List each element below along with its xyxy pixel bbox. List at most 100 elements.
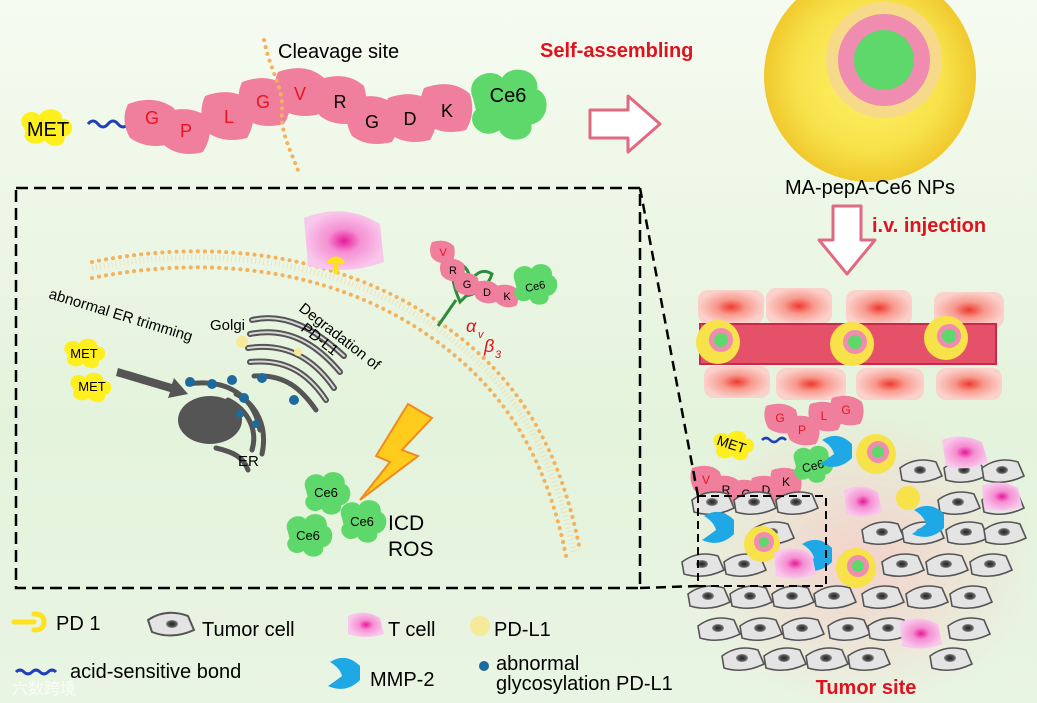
arrow-icon — [116, 368, 188, 398]
mmp2-icon — [702, 511, 734, 543]
svg-text:P: P — [180, 121, 192, 141]
legend-tumor-cell: Tumor cell — [146, 611, 295, 641]
svg-text:abnormal: abnormal — [496, 653, 579, 675]
tumor-cell-nucleus — [984, 560, 996, 568]
inset-border — [14, 186, 642, 590]
glyco-legend-icon — [479, 661, 489, 671]
svg-text:PD-L1: PD-L1 — [494, 619, 551, 641]
tumor-cell-nucleus — [876, 592, 888, 600]
tumor-cell-nucleus — [796, 624, 808, 632]
svg-text:K: K — [503, 291, 511, 303]
svg-text:V: V — [702, 473, 710, 487]
tumor-cell-nucleus — [998, 528, 1010, 536]
pdl1-dot — [236, 336, 248, 348]
svg-text:Ce6: Ce6 — [801, 457, 826, 476]
cleavage-site-line — [262, 38, 300, 172]
inset-ce6-1: Ce6 — [304, 472, 351, 515]
acid-sensitive-bond — [86, 119, 130, 129]
nucleus — [178, 396, 242, 444]
svg-text:R: R — [334, 92, 347, 112]
golgi-label: Golgi — [210, 317, 245, 334]
cell-membrane — [90, 249, 582, 558]
svg-text:MET: MET — [70, 346, 98, 361]
svg-text:Ce6: Ce6 — [296, 528, 320, 543]
site-gplg-fragment: G P L G — [764, 395, 864, 446]
cleavage-site-label: Cleavage site — [278, 41, 399, 63]
svg-text:R: R — [449, 265, 457, 277]
tumor-cell-nucleus — [996, 466, 1008, 474]
svg-text:MET: MET — [78, 379, 106, 394]
tumor-cell-nucleus — [736, 654, 748, 662]
tumor-cell-nucleus — [820, 654, 832, 662]
svg-text:Ce6: Ce6 — [314, 485, 338, 500]
svg-text:R: R — [722, 483, 731, 497]
mmp2-legend-icon — [328, 657, 360, 689]
svg-text:PD 1: PD 1 — [56, 613, 100, 635]
mmp2-icon — [912, 505, 944, 537]
svg-text:v: v — [478, 329, 485, 341]
legend-t-cell: T cell — [348, 612, 435, 641]
legend-pdl1: PD-L1 — [470, 616, 551, 641]
ce6-molecule: Ce6 — [471, 69, 547, 140]
t-cell — [982, 482, 1022, 511]
site-met-fragment: MET — [713, 430, 787, 461]
pdl1-dot — [294, 348, 302, 356]
pdl1-legend-icon — [470, 616, 490, 636]
tumor-cell-nucleus — [754, 624, 766, 632]
t-cell — [844, 486, 882, 517]
svg-text:D: D — [404, 109, 417, 129]
inset-ce6-2: Ce6 — [286, 514, 333, 557]
lightning-icon — [359, 402, 434, 501]
golgi-apparatus-inner — [247, 317, 345, 401]
svg-text:Ce6: Ce6 — [524, 279, 546, 295]
tumor-cell-nucleus — [962, 624, 974, 632]
tumor-cell-nucleus — [706, 498, 718, 506]
injection-label: i.v. injection — [872, 215, 986, 237]
tumor-cell-nucleus — [914, 466, 926, 474]
t-cell — [942, 436, 988, 469]
svg-text:G: G — [145, 108, 159, 128]
tumor-cell-nucleus — [952, 498, 964, 506]
svg-text:glycosylation PD-L1: glycosylation PD-L1 — [496, 673, 673, 695]
svg-text:L: L — [224, 107, 234, 127]
np-in-tumor — [896, 486, 920, 510]
tumor-cell-nucleus — [712, 624, 724, 632]
residue-v: V — [274, 68, 327, 116]
t-cell-legend-icon — [348, 612, 384, 637]
tumor-cell-nucleus — [876, 528, 888, 536]
inset-ce6-3: Ce6 — [340, 500, 387, 543]
down-arrow-icon — [817, 204, 877, 276]
tumor-cell-nucleus — [964, 592, 976, 600]
svg-text:T cell: T cell — [388, 619, 435, 641]
zoom-line-top — [638, 187, 700, 497]
tumor-cell-nucleus — [842, 624, 854, 632]
svg-text:G: G — [775, 411, 784, 425]
site-vrgdk-fragment: V R G D K Ce6 — [690, 445, 834, 510]
abnormal-er-label: abnormal ER trimming — [47, 286, 195, 346]
tumor-cell-nucleus — [882, 624, 894, 632]
self-assembling-label: Self-assembling — [540, 40, 693, 62]
t-cell-inset — [304, 211, 384, 275]
mmp2-icon — [820, 435, 852, 467]
tumor-cell-nucleus — [960, 528, 972, 536]
svg-text:G: G — [841, 403, 850, 417]
tumor-cell-nucleus — [786, 592, 798, 600]
svg-text:G: G — [365, 112, 379, 132]
nanoparticle-label: MA-pepA-Ce6 NPs — [785, 177, 955, 199]
tumor-cell-nucleus — [778, 654, 790, 662]
np-in-tumor — [856, 434, 896, 474]
svg-text:3: 3 — [495, 349, 502, 361]
svg-text:β: β — [483, 336, 494, 356]
zoom-line-bottom — [639, 584, 699, 590]
tumor-cell-nucleus — [940, 560, 952, 568]
inset-met-1: MET — [64, 338, 106, 369]
residue-k: K — [420, 84, 473, 132]
svg-text:V: V — [439, 247, 447, 259]
t-cell — [774, 548, 816, 579]
svg-text:D: D — [483, 287, 491, 299]
residue-p: P — [161, 109, 211, 154]
tumor-cell-nucleus — [702, 592, 714, 600]
inset-met-2: MET — [70, 372, 112, 403]
svg-text:Tumor cell: Tumor cell — [202, 619, 295, 641]
